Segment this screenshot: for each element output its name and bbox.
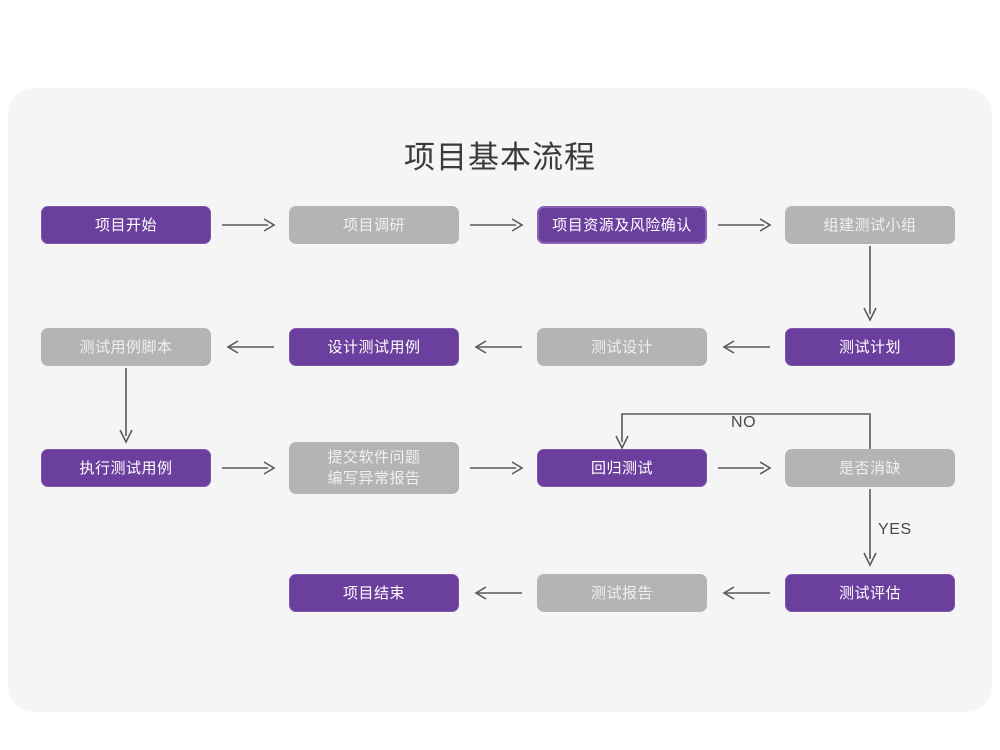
node-test-plan[interactable]: 测试计划 [785, 328, 955, 366]
node-test-design[interactable]: 测试设计 [537, 328, 707, 366]
node-submit-defects-report[interactable]: 提交软件问题 编写异常报告 [289, 442, 459, 494]
edge-label-no: NO [731, 414, 757, 431]
page-title: 项目基本流程 [404, 140, 596, 175]
node-test-case-script[interactable]: 测试用例脚本 [41, 328, 211, 366]
node-project-end[interactable]: 项目结束 [289, 574, 459, 612]
node-regression-test[interactable]: 回归测试 [537, 449, 707, 487]
node-resource-risk-confirm[interactable]: 项目资源及风险确认 [537, 206, 707, 244]
edge-label-yes: YES [878, 521, 912, 538]
node-is-defect-cleared[interactable]: 是否消缺 [785, 449, 955, 487]
node-test-report[interactable]: 测试报告 [537, 574, 707, 612]
node-design-test-cases[interactable]: 设计测试用例 [289, 328, 459, 366]
node-execute-test-cases[interactable]: 执行测试用例 [41, 449, 211, 487]
node-project-research[interactable]: 项目调研 [289, 206, 459, 244]
diagram-card [8, 88, 992, 712]
node-test-evaluation[interactable]: 测试评估 [785, 574, 955, 612]
node-build-test-team[interactable]: 组建测试小组 [785, 206, 955, 244]
node-project-start[interactable]: 项目开始 [41, 206, 211, 244]
